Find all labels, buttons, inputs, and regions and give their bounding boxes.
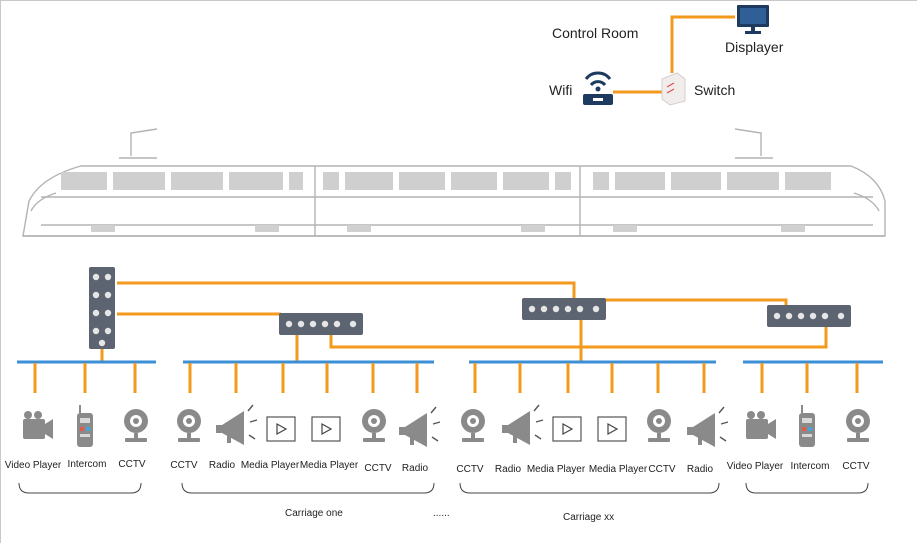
control-room-label: Control Room: [552, 25, 638, 41]
device-label: Intercom: [791, 461, 830, 472]
media-player-icon: [552, 416, 582, 442]
device-label: Radio: [495, 464, 522, 475]
device-label: CCTV: [364, 463, 392, 474]
device-label: Radio: [402, 463, 429, 474]
intercom-icon: [77, 405, 93, 447]
video-camera-icon: [746, 411, 776, 439]
wifi-router-icon: [583, 71, 613, 105]
device-label: Media Player: [241, 460, 300, 471]
cctv-camera-icon: [362, 409, 386, 442]
device-label: CCTV: [842, 461, 870, 472]
industrial-switch-rear: [767, 305, 851, 327]
device-label: Radio: [209, 460, 236, 471]
monitor-icon: [737, 5, 769, 34]
carriage-one-label: Carriage one: [285, 508, 343, 519]
device-label: Radio: [687, 464, 714, 475]
megaphone-icon: [501, 404, 544, 446]
ellipsis-label: ......: [433, 508, 450, 519]
industrial-switch-carriage-xx: [522, 298, 606, 320]
intercom-icon: [799, 405, 815, 447]
device-drops: [33, 363, 859, 393]
megaphone-icon: [215, 404, 258, 446]
device-label: Video Player: [5, 460, 62, 471]
group-brackets: [18, 482, 869, 494]
megaphone-icon: [686, 406, 729, 448]
cctv-camera-icon: [846, 409, 870, 442]
orange-cables: [100, 281, 828, 361]
device-label: CCTV: [118, 459, 146, 470]
media-player-icon: [597, 416, 627, 442]
carriage-xx-label: Carriage xx: [563, 512, 614, 523]
top-cables: [613, 15, 735, 94]
device-label: Intercom: [68, 459, 107, 470]
device-label: Video Player: [727, 461, 784, 472]
media-player-icon: [311, 416, 341, 442]
train-bogies: [91, 225, 805, 232]
industrial-switch-main: [89, 267, 115, 349]
video-camera-icon: [23, 411, 53, 439]
device-label: Media Player: [300, 460, 359, 471]
cctv-camera-icon: [124, 409, 148, 442]
train-windows: [61, 172, 831, 190]
displayer-label: Displayer: [725, 39, 784, 55]
device-label: CCTV: [456, 464, 484, 475]
switch-icon: [661, 72, 686, 106]
cctv-camera-icon: [461, 409, 485, 442]
industrial-switch-carriage-one: [279, 313, 363, 335]
cctv-camera-icon: [647, 409, 671, 442]
cctv-camera-icon: [177, 409, 201, 442]
media-player-icon: [266, 416, 296, 442]
switch-label: Switch: [694, 82, 735, 98]
megaphone-icon: [398, 406, 441, 448]
device-label: Media Player: [589, 464, 648, 475]
device-label: CCTV: [648, 464, 676, 475]
device-label: CCTV: [170, 460, 198, 471]
device-label: Media Player: [527, 464, 586, 475]
wifi-label: Wifi: [549, 82, 572, 98]
